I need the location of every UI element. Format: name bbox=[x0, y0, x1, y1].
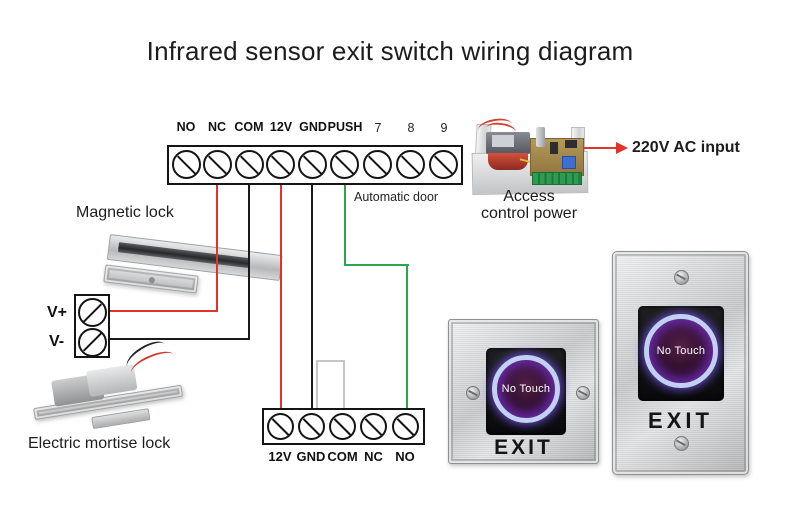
psu-component bbox=[550, 142, 558, 154]
psu-caption-line1: Access bbox=[503, 188, 555, 205]
no-touch-sensor-ring-slim: No Touch bbox=[644, 313, 718, 388]
exit-button-slim: No Touch EXIT bbox=[612, 251, 749, 475]
screw-left bbox=[466, 386, 480, 400]
access-control-power-supply-image bbox=[470, 116, 589, 198]
controller-label-no: NO bbox=[176, 120, 196, 134]
wire-push-vertical-2 bbox=[406, 264, 409, 408]
terminal-v-minus bbox=[77, 327, 107, 357]
screw-top bbox=[673, 269, 689, 285]
terminal-exit-com bbox=[329, 413, 356, 440]
exit-block-label-com: COM bbox=[327, 449, 358, 464]
terminal-controller-nc bbox=[203, 150, 232, 179]
terminal-controller-9 bbox=[429, 150, 458, 179]
exit-block-label-nc: NC bbox=[364, 449, 383, 464]
terminal-exit-12v bbox=[266, 413, 294, 440]
terminal-v-plus bbox=[77, 298, 107, 327]
wire-nc-to-vplus-vertical bbox=[215, 185, 218, 311]
exit-button-square: No Touch EXIT bbox=[448, 319, 599, 464]
terminal-controller-push bbox=[329, 150, 359, 179]
wire-12v bbox=[279, 185, 282, 408]
controller-label-7: 7 bbox=[374, 121, 382, 135]
page-title: Infrared sensor exit switch wiring diagr… bbox=[146, 36, 634, 66]
psu-capacitor bbox=[536, 127, 545, 147]
controller-label-gnd: GND bbox=[299, 120, 327, 134]
psu-trimmer bbox=[562, 156, 576, 169]
wire-com-to-vminus-horizontal bbox=[110, 337, 250, 340]
terminal-exit-nc bbox=[360, 413, 387, 440]
terminal-controller-8 bbox=[395, 150, 425, 179]
automatic-door-label: Automatic door bbox=[354, 190, 439, 204]
electric-mortise-lock-image bbox=[30, 335, 195, 432]
screw-right bbox=[576, 386, 590, 400]
jumper-gnd-com-left-leg bbox=[316, 360, 319, 408]
terminal-exit-gnd bbox=[297, 413, 325, 440]
terminal-exit-no bbox=[391, 413, 419, 440]
exit-block-label-12v: 12V bbox=[268, 449, 292, 464]
exit-block-label-gnd: GND bbox=[296, 449, 326, 464]
psu-caption-line2: control power bbox=[480, 205, 578, 222]
terminal-controller-gnd bbox=[297, 150, 327, 179]
elock-group bbox=[26, 335, 195, 442]
magnetic-lock-label: Magnetic lock bbox=[76, 204, 174, 221]
controller-label-push: PUSH bbox=[327, 120, 363, 134]
controller-label-nc: NC bbox=[207, 120, 227, 134]
controller-label-12v: 12V bbox=[269, 120, 293, 134]
controller-label-com: COM bbox=[234, 120, 264, 134]
magnetic-lock-image bbox=[96, 226, 296, 301]
v-plus-label: V+ bbox=[47, 304, 68, 321]
ac-input-label: 220V AC input bbox=[632, 139, 740, 156]
wire-com-to-vminus-vertical bbox=[248, 185, 251, 339]
psu-terminal-strip bbox=[532, 172, 582, 185]
psu-transformer bbox=[486, 132, 530, 154]
no-touch-sensor-ring: No Touch bbox=[492, 354, 560, 423]
jumper-gnd-com-horizontal bbox=[316, 360, 345, 363]
ac-input-arrow bbox=[584, 147, 617, 150]
screw-bottom bbox=[673, 435, 689, 451]
terminal-controller-com bbox=[234, 150, 264, 179]
no-touch-label-slim: No Touch bbox=[656, 344, 706, 357]
exit-block-label-no: NO bbox=[395, 449, 415, 464]
controller-label-8: 8 bbox=[407, 121, 415, 135]
wire-nc-to-vplus-horizontal bbox=[110, 309, 218, 312]
psu-component-2 bbox=[565, 140, 577, 148]
wire-gnd bbox=[311, 185, 314, 408]
wire-push-horizontal bbox=[343, 264, 409, 267]
exit-label: EXIT bbox=[494, 436, 553, 459]
ac-input-arrow-head bbox=[616, 142, 628, 154]
psu-transformer-winding bbox=[488, 153, 528, 170]
terminal-controller-no bbox=[171, 150, 201, 179]
v-minus-label: V- bbox=[49, 333, 65, 350]
no-touch-label: No Touch bbox=[501, 382, 551, 395]
jumper-gnd-com-right-leg bbox=[342, 360, 345, 408]
sensor-panel-square: No Touch bbox=[486, 348, 566, 435]
terminal-controller-7 bbox=[362, 150, 392, 179]
psu-caption: Access control power bbox=[470, 188, 588, 222]
sensor-panel-slim: No Touch bbox=[638, 306, 724, 401]
controller-label-9: 9 bbox=[440, 121, 448, 135]
electric-mortise-lock-label: Electric mortise lock bbox=[28, 435, 171, 452]
elock-strike-plate bbox=[91, 408, 151, 430]
terminal-controller-12v bbox=[266, 150, 295, 179]
exit-label-slim: EXIT bbox=[648, 408, 713, 433]
wire-push-vertical-1 bbox=[343, 185, 346, 266]
